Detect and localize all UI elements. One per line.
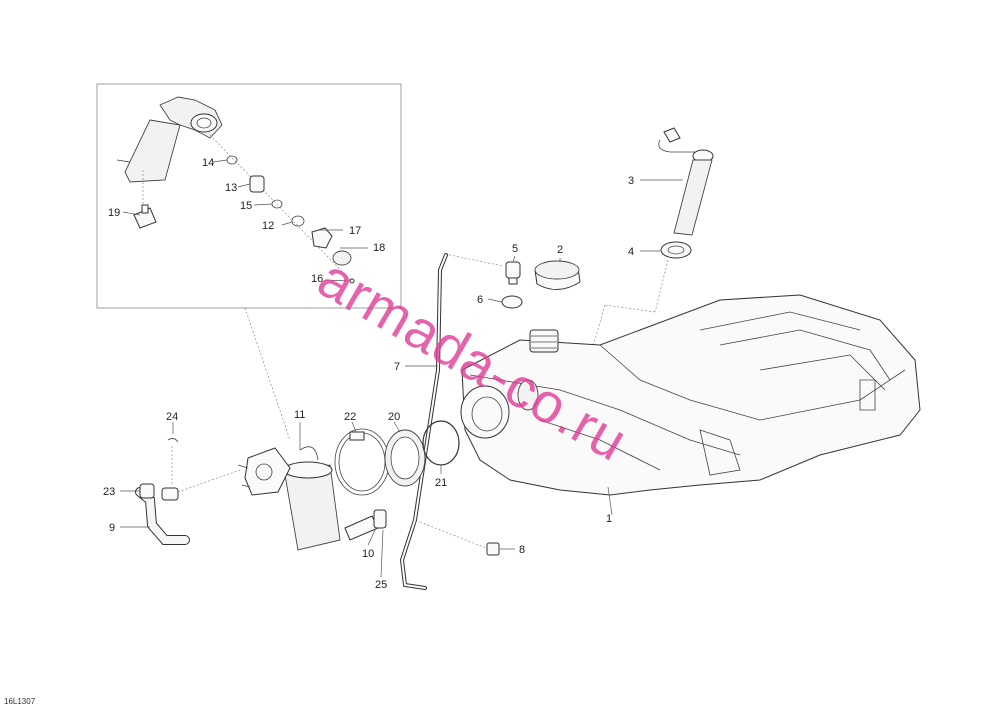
part-22-clamp <box>334 428 390 496</box>
part-11-fuel-pump <box>237 446 341 551</box>
callout-18: 18 <box>373 242 385 254</box>
callout-25: 25 <box>375 579 387 591</box>
callout-11: 11 <box>294 409 305 421</box>
part-2-fuel-cap <box>534 260 581 290</box>
leader-lines <box>120 159 683 578</box>
callout-24: 24 <box>166 411 178 423</box>
callout-8: 8 <box>519 544 525 556</box>
inset-leader-line <box>244 307 291 441</box>
callout-10: 10 <box>362 548 374 560</box>
callout-7: 7 <box>394 361 400 373</box>
part-17-regulator <box>311 227 333 249</box>
callout-12: 12 <box>262 220 274 232</box>
part-24-clip <box>167 438 179 443</box>
callout-4: 4 <box>628 246 634 258</box>
callout-3: 3 <box>628 175 634 187</box>
part-18-clip <box>332 250 352 266</box>
callout-19: 19 <box>108 207 120 219</box>
callout-13: 13 <box>225 182 237 194</box>
part-20-lock-ring <box>384 429 426 487</box>
part-4-grommet <box>660 241 692 259</box>
callout-14: 14 <box>202 157 214 169</box>
callout-23: 23 <box>103 486 115 498</box>
callout-9: 9 <box>109 522 115 534</box>
part-3-fuel-sender <box>658 127 714 236</box>
part-10-strainer <box>344 509 387 541</box>
callout-15: 15 <box>240 200 252 212</box>
callout-1: 1 <box>606 513 612 525</box>
inset-exploded-parts <box>209 134 356 286</box>
callout-5: 5 <box>512 243 518 255</box>
part-13-filter <box>249 175 265 193</box>
callout-6: 6 <box>477 294 483 306</box>
part-23-connector <box>139 483 179 501</box>
callout-2: 2 <box>557 244 563 256</box>
part-14-oring <box>226 155 238 165</box>
pump-head-assembly <box>116 96 223 183</box>
part-6-seal <box>501 295 523 309</box>
diagram-code: 16L1307 <box>4 697 36 706</box>
callout-labels: 1 2 3 4 5 6 7 8 9 10 11 12 13 14 15 16 1… <box>103 157 634 591</box>
callout-22: 22 <box>344 411 356 423</box>
callout-16: 16 <box>311 273 323 285</box>
part-5-vent-valve <box>505 261 521 285</box>
part-12-oring <box>291 215 305 227</box>
detail-inset-frame <box>96 83 402 309</box>
part-1-fuel-tank <box>460 294 921 496</box>
callout-21: 21 <box>435 477 447 489</box>
part-19-bracket <box>133 204 157 229</box>
callout-20: 20 <box>388 411 400 423</box>
callout-17: 17 <box>349 225 361 237</box>
part-8-clip <box>486 542 500 556</box>
